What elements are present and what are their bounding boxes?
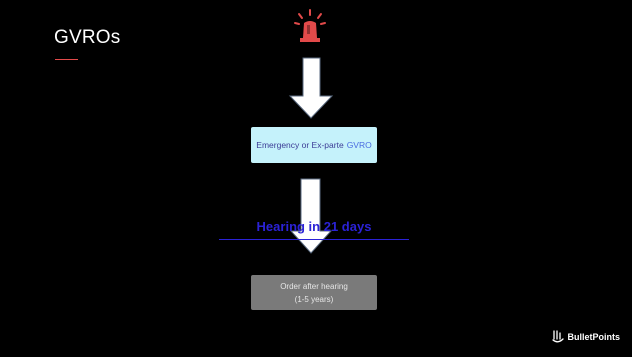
hearing-divider bbox=[219, 239, 409, 240]
title-underline bbox=[55, 59, 78, 60]
emergency-gvro-highlight: GVRO bbox=[346, 140, 372, 150]
order-line-1: Order after hearing bbox=[280, 281, 348, 291]
bulletpoints-logo-icon bbox=[552, 330, 565, 343]
brand-name: BulletPoints bbox=[567, 332, 620, 342]
arrow-down-2 bbox=[289, 178, 333, 254]
brand-logo: BulletPoints bbox=[552, 330, 620, 344]
emergency-alarm-icon bbox=[294, 9, 326, 42]
order-line-2: (1-5 years) bbox=[294, 294, 334, 304]
order-after-hearing-box: Order after hearing (1-5 years) bbox=[251, 275, 377, 310]
arrow-down-1 bbox=[288, 57, 334, 119]
emergency-gvro-label: Emergency or Ex-parte bbox=[256, 140, 344, 150]
emergency-gvro-box: Emergency or Ex-parte GVRO bbox=[251, 127, 377, 163]
hearing-label: Hearing in 21 days bbox=[256, 219, 372, 234]
slide-title: GVROs bbox=[54, 27, 121, 48]
